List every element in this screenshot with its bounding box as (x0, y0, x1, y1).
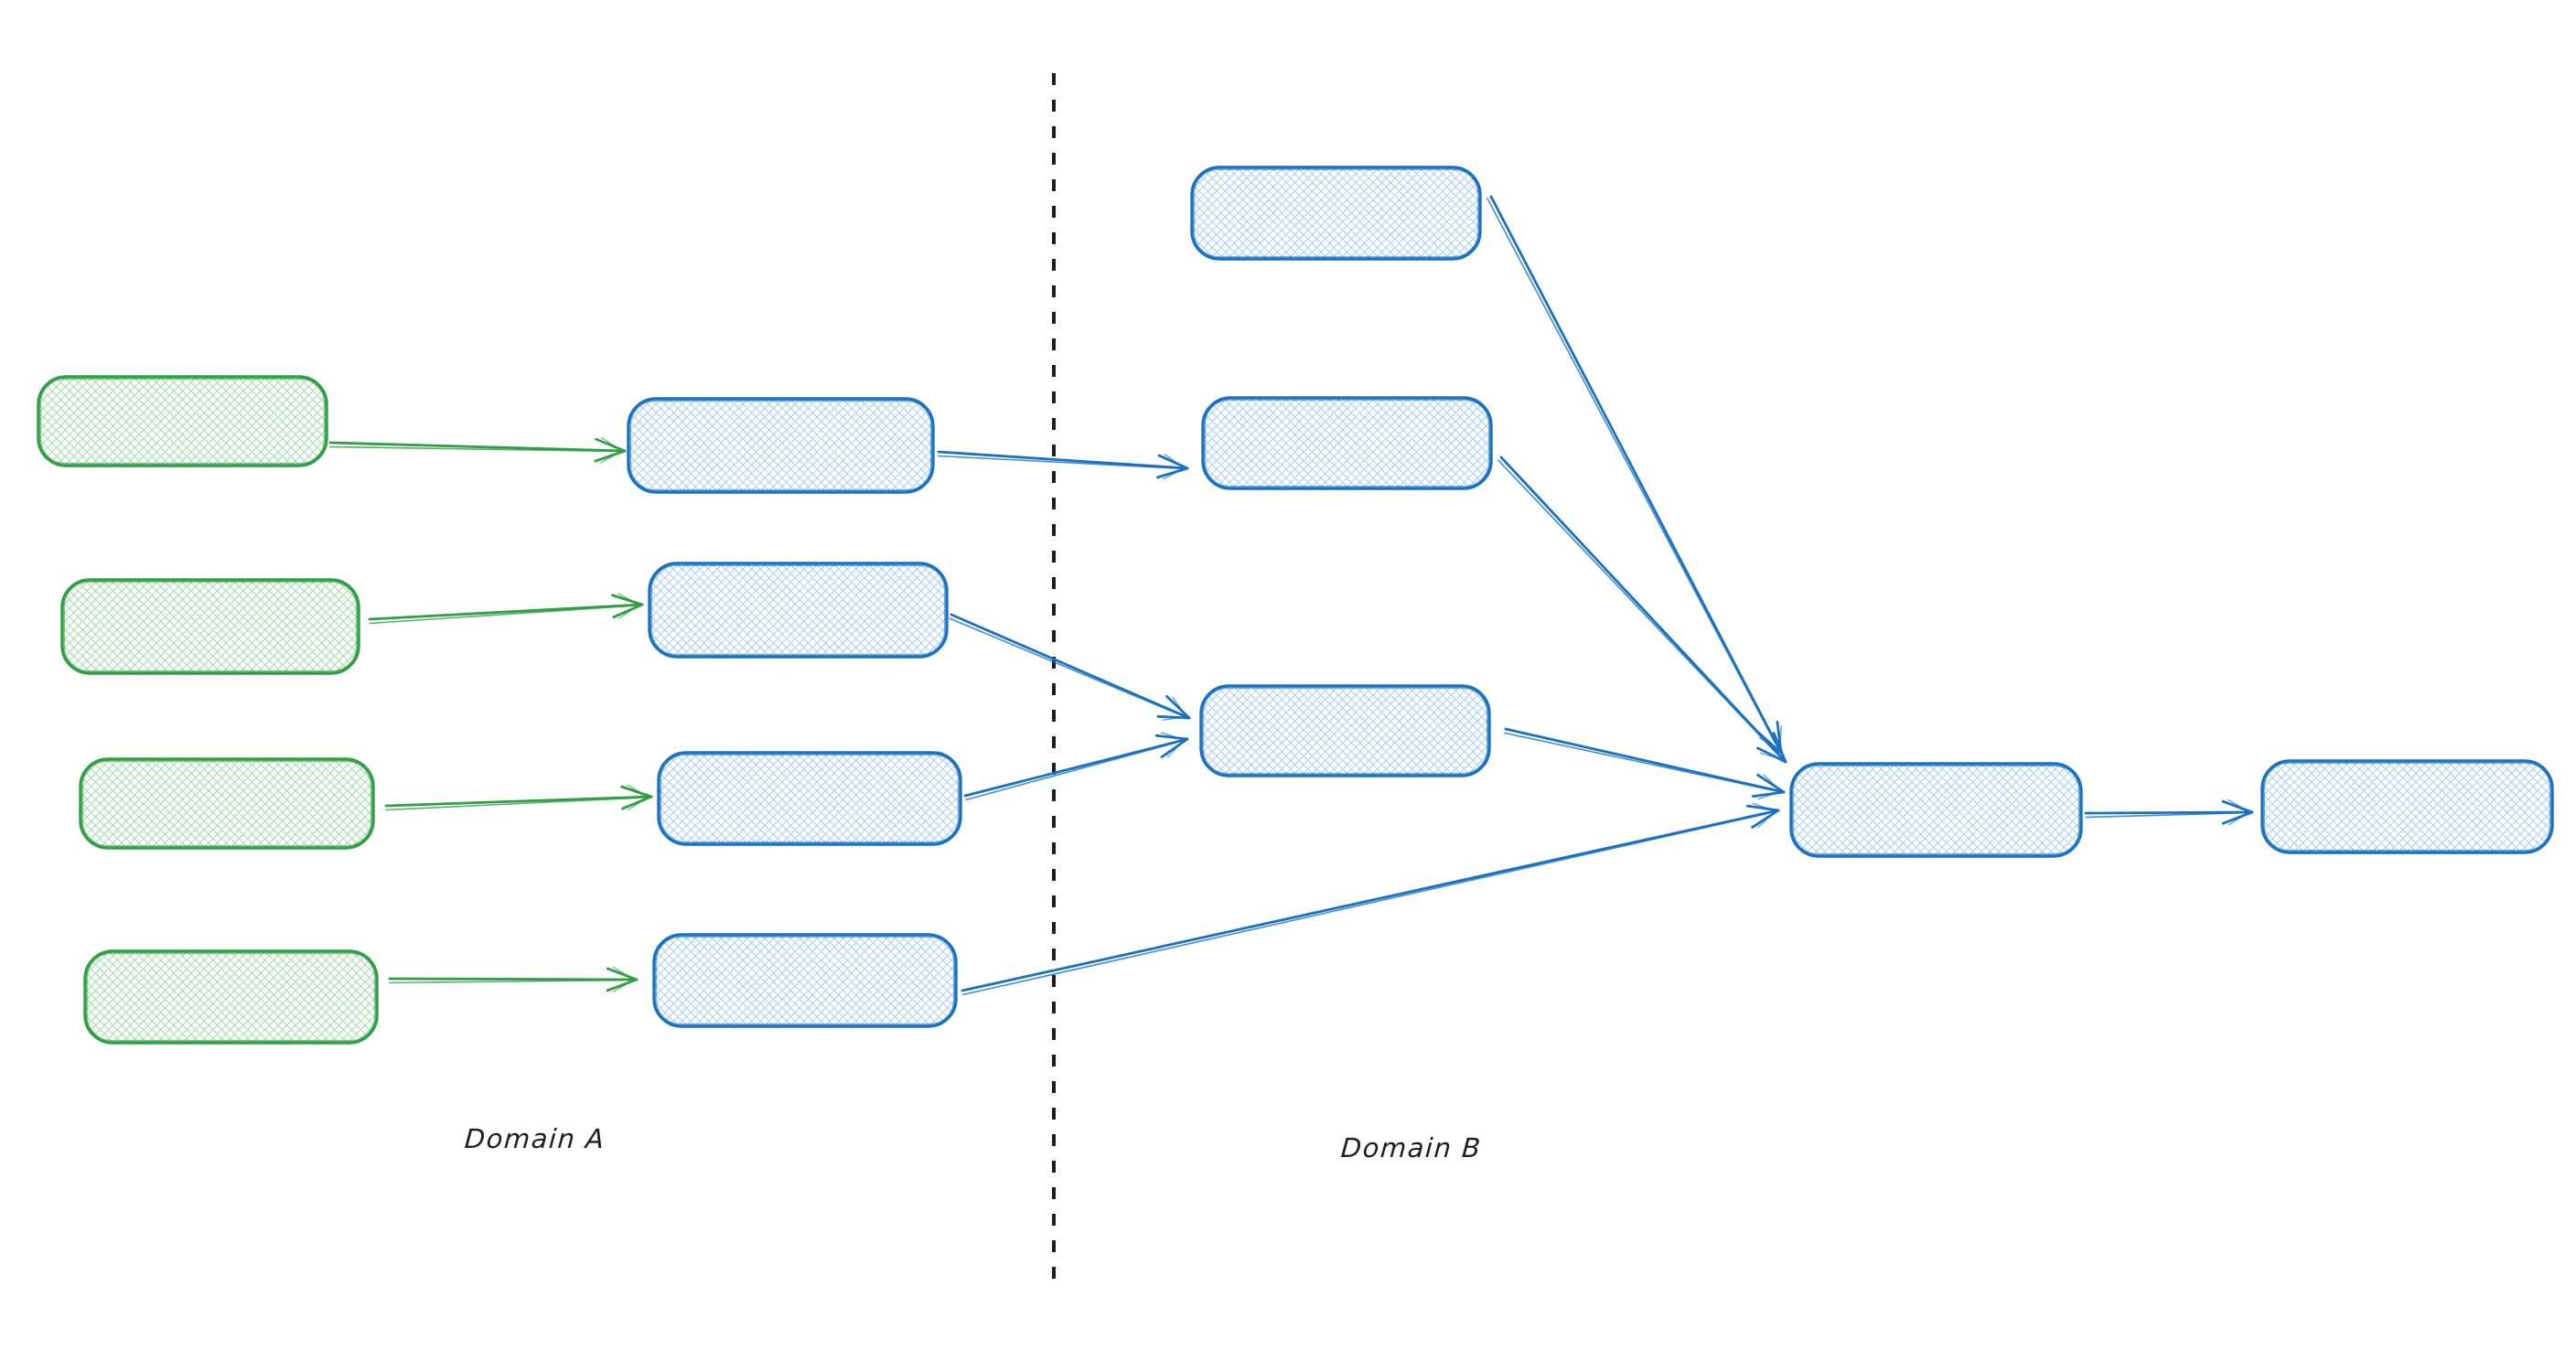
edge-b4-to-b5 (2084, 799, 2254, 826)
edge-green3-to-a3 (384, 784, 653, 811)
node-green-3 (79, 757, 375, 850)
node-blue-a3 (657, 751, 962, 846)
edge-a2-to-b3 (949, 613, 1191, 721)
domain-b-label: Domain B (1339, 1132, 1483, 1163)
node-blue-b4 (1789, 762, 2083, 858)
node-green-1 (37, 375, 328, 467)
edge-a1-to-b2 (937, 450, 1189, 480)
node-blue-b3 (1199, 684, 1491, 777)
node-blue-a4 (652, 933, 958, 1028)
edge-green2-to-a2 (368, 593, 644, 625)
edge-b1-to-b4 (1487, 195, 1783, 755)
edge-a4-to-b4 (961, 802, 1780, 996)
node-blue-b2 (1201, 396, 1493, 490)
domain-a-label: Domain A (463, 1123, 606, 1154)
node-blue-b5 (2260, 759, 2554, 854)
edge-b2-to-b4 (1497, 456, 1787, 764)
nodes-layer (37, 166, 2554, 1045)
node-green-4 (83, 949, 379, 1045)
node-blue-b1 (1190, 166, 1482, 261)
edges-layer (328, 195, 2254, 996)
edge-green4-to-a4 (388, 966, 639, 993)
edge-b3-to-b4 (1504, 727, 1786, 800)
edge-green1-to-a1 (328, 437, 627, 464)
node-blue-a1 (627, 397, 935, 494)
node-green-2 (60, 578, 360, 675)
edge-a3-to-b3 (963, 732, 1189, 801)
node-blue-a2 (648, 562, 949, 659)
